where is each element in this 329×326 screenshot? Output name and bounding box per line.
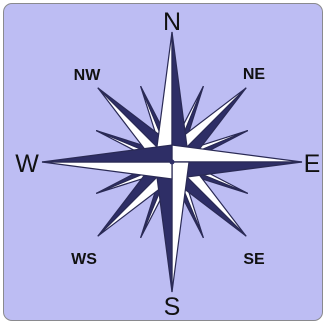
label-west: W	[15, 150, 39, 178]
label-east: E	[304, 150, 321, 178]
label-north: N	[163, 8, 181, 36]
label-northwest: NW	[74, 67, 102, 84]
label-northeast: NE	[243, 66, 266, 83]
label-southwest: WS	[71, 251, 97, 268]
label-southeast: SE	[243, 251, 265, 268]
compass-center	[170, 160, 175, 165]
label-south: S	[164, 293, 181, 321]
